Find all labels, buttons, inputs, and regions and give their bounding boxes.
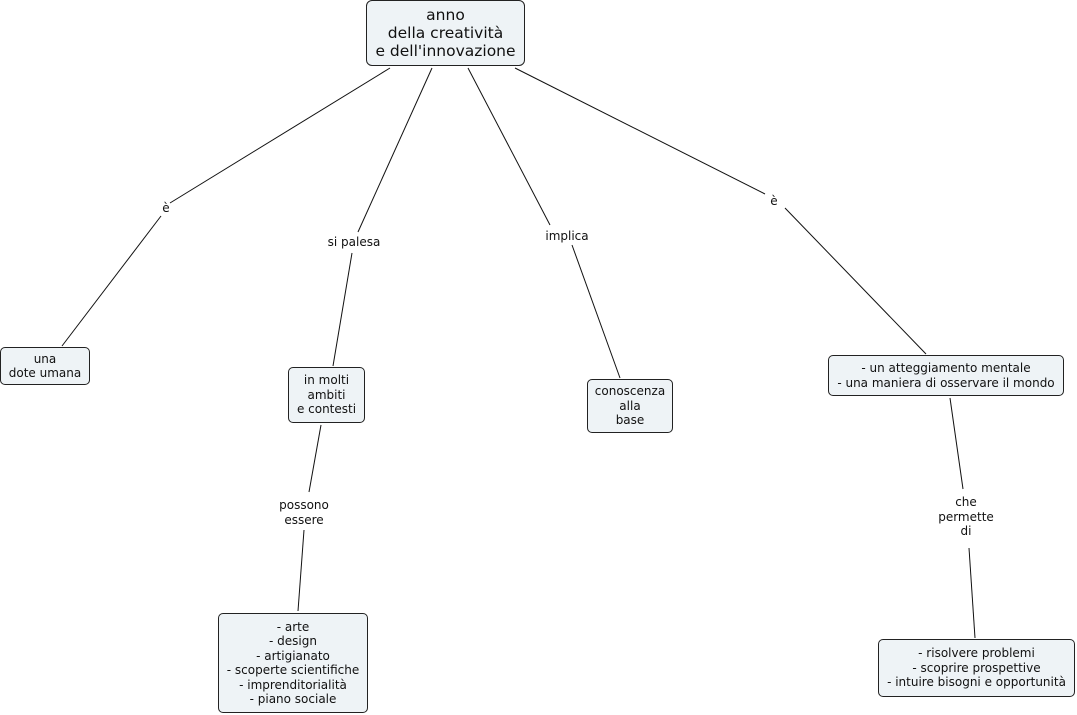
connector-atteggiamento-permette [949, 397, 964, 490]
link-label-si-palesa[interactable]: si palesa [327, 235, 381, 249]
concept-arte-design[interactable]: - arte - design - artigianato - scoperte… [218, 613, 368, 713]
connector-root-e1 [169, 67, 391, 204]
connector-possono-arte [297, 529, 305, 612]
link-label-e-right[interactable]: è [770, 194, 778, 208]
connector-permette-risolvere [968, 547, 976, 639]
connector-e1-dote [61, 215, 162, 347]
concept-ambiti[interactable]: in molti ambiti e contesti [288, 367, 365, 423]
connector-implica-conoscenza [571, 244, 621, 379]
concept-risolvere[interactable]: - risolvere problemi - scoprire prospett… [878, 639, 1075, 697]
link-label-e-left[interactable]: è [162, 201, 170, 215]
connector-palesa-ambiti [332, 252, 353, 367]
connector-root-implica [467, 67, 551, 226]
connector-root-e2 [514, 67, 766, 195]
connector-e2-atteggiamento [784, 207, 927, 355]
concept-conoscenza[interactable]: conoscenza alla base [587, 379, 673, 433]
link-label-implica[interactable]: implica [545, 229, 589, 243]
concept-atteggiamento[interactable]: - un atteggiamento mentale - una maniera… [828, 355, 1064, 396]
connector-ambiti-possono [308, 424, 322, 493]
connector-root-palesa [357, 67, 433, 233]
link-label-che-permette-di[interactable]: che permette di [938, 495, 994, 538]
concept-dote-umana[interactable]: una dote umana [0, 347, 90, 385]
root-concept[interactable]: anno della creatività e dell'innovazione [366, 0, 525, 66]
link-label-possono-essere[interactable]: possono essere [279, 498, 329, 527]
